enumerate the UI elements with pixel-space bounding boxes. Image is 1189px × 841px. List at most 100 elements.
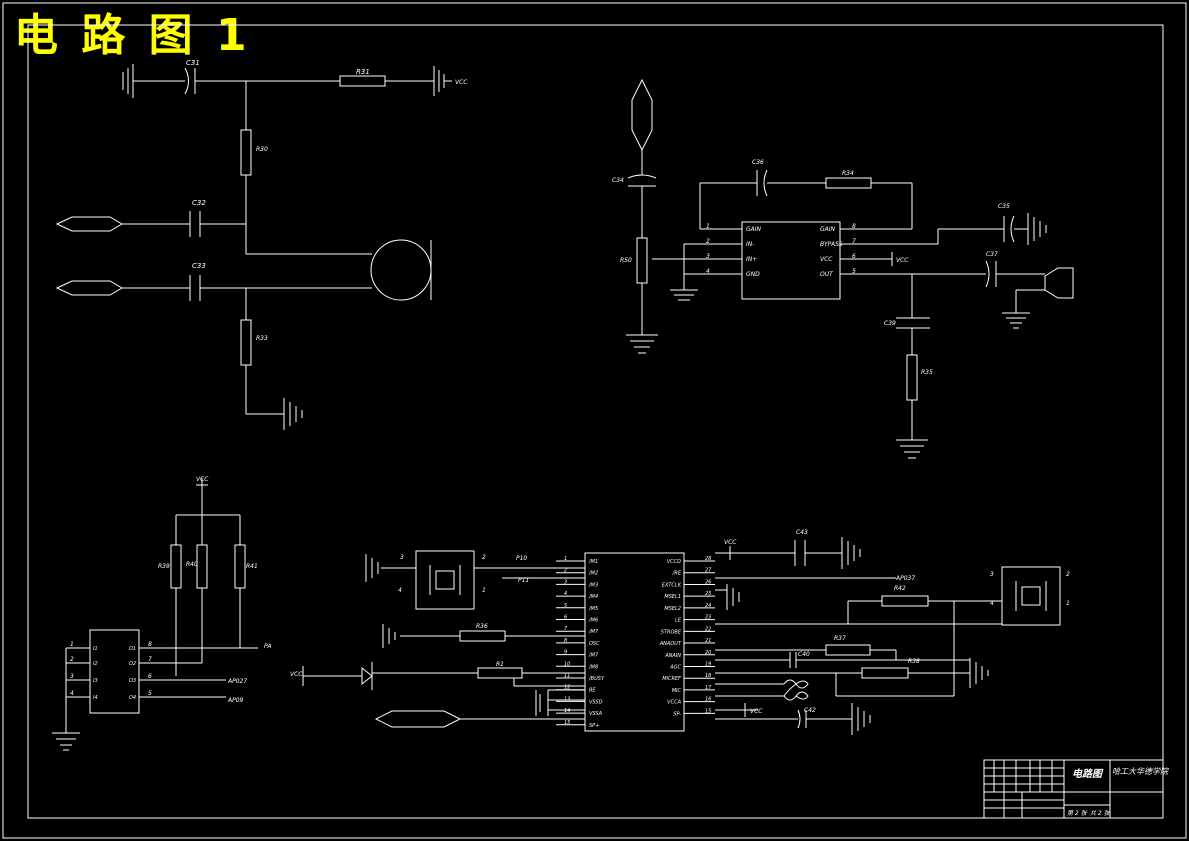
title-block: 电路图 哈工大华德学院 第 2 张 共 2 张 [983,759,1170,819]
isd-pin-num: 9 [564,650,567,656]
isd-pin-num: 13 [564,696,570,702]
ground-symbol [52,732,80,751]
drawing-title: 电 路 图 1 [14,10,251,61]
amp-pin-num: 1 [706,223,710,230]
isd-pin-name: MSEL2 [664,606,681,612]
resistor-r38 [861,667,909,679]
label-r37: R37 [834,635,846,642]
label-r50: R50 [620,257,632,264]
resistor-r37 [825,644,871,656]
resistor-r33 [240,319,252,366]
opto-pin-num: 1 [70,641,74,648]
amp-pin-name: BYPASS [820,241,843,248]
optocoupler-ic [89,629,140,714]
isd-pin-num: 17 [705,685,712,691]
label-r42: R42 [894,585,906,592]
resistor-r31 [339,75,386,87]
label-vcc5: VCC [724,539,737,546]
isd-pin-num: 23 [705,615,711,621]
label-r30: R30 [256,146,268,153]
opto-pin-name: O4 [129,695,136,701]
capacitor-c39 [896,317,930,329]
resistor-r39 [170,544,182,589]
isd-pin-num: 2 [564,568,567,574]
isd-pin-num: 15 [564,720,570,726]
label-vcc4: VCC [290,671,303,678]
isd-pin-name: VCCD [667,559,681,565]
label-r31: R31 [356,68,370,76]
amp-pin-name: IN+ [746,256,757,263]
switch2-pin-4: 4 [990,600,994,607]
amplifier-ic [741,221,841,300]
label-c43: C43 [796,529,808,536]
label-c33: C33 [192,262,206,270]
isd-pin-num: 14 [564,708,570,714]
ground-symbol [365,554,379,582]
resistor-r1 [477,667,523,679]
resistor-r40 [196,544,208,589]
capacitor-c34 [627,174,657,187]
isd-voice-ic [584,552,685,732]
isd-pin-name: ANAIN [664,653,681,659]
amp-pin-num: 2 [706,238,710,245]
isd-pin-name: /M7 [588,629,599,635]
ground-symbol [1027,213,1047,245]
label-c40: C40 [798,651,810,658]
ground-symbol [382,624,396,648]
isd-pin-num: 12 [564,685,570,691]
amp-pin-num: 8 [852,223,856,230]
isd-pin-name: VSSA [589,711,603,717]
isd-pin-name: AGC [669,664,681,670]
title-block-school: 哈工大华德学院 [1112,767,1170,776]
isd-pin-name: SP- [673,711,681,717]
amp-pin-num: 7 [852,238,856,245]
isd-pin-name: OSC [589,641,600,647]
label-vcc1: VCC [455,79,468,86]
isd-pin-num: 5 [564,603,567,609]
label-ap09: AP09 [227,697,244,704]
ground-symbol [122,64,134,98]
twisted-mic-pair [783,679,809,701]
ground-symbol [969,658,989,688]
amp-pin-num: 6 [852,253,856,260]
ground-symbol [670,289,698,301]
isd-pin-name: SP+ [589,723,599,729]
ground-symbol [283,398,303,430]
isd-pin-name: /RE [672,571,682,577]
opto-pin-name: I2 [93,661,98,667]
ground-symbol [851,703,871,735]
label-c35: C35 [998,203,1010,210]
ground-symbol [715,584,740,610]
title-block-sheets: 共 2 张 [1090,810,1111,817]
switch1-pin-2: 2 [482,554,486,561]
audio-input-connector [631,78,653,152]
isd-pin-name: /BUSY [588,676,605,682]
resistor-r41 [234,544,246,589]
isd-pin-num: 25 [705,591,711,597]
isd-pin-name: /M3 [588,582,598,588]
label-r33: R33 [256,335,268,342]
switch1-pin-1: 1 [482,587,486,594]
resistor-r34 [825,177,872,189]
amp-pin-name: VCC [820,256,833,263]
label-vcc3: VCC [196,476,209,483]
label-r39: R39 [158,563,170,570]
inner-border [27,24,1164,819]
isd-pin-num: 10 [564,661,570,667]
isd-pin-num: 19 [705,661,711,667]
isd-pin-name: STROBE [661,629,682,635]
capacitor-c35 [1003,215,1015,243]
capacitor-c32 [189,211,201,237]
label-r35: R35 [921,369,933,376]
isd-pin-num: 26 [705,579,711,585]
isd-pin-num: 20 [705,650,711,656]
isd-pin-name: /M6 [588,618,598,624]
capacitor-c33 [189,275,201,301]
label-vcc6: VCC [750,708,763,715]
input-connector-1 [55,216,123,232]
chip-input-connector [374,710,462,728]
amp-pin-num: 4 [706,268,710,275]
isd-pin-num: 28 [705,556,711,562]
